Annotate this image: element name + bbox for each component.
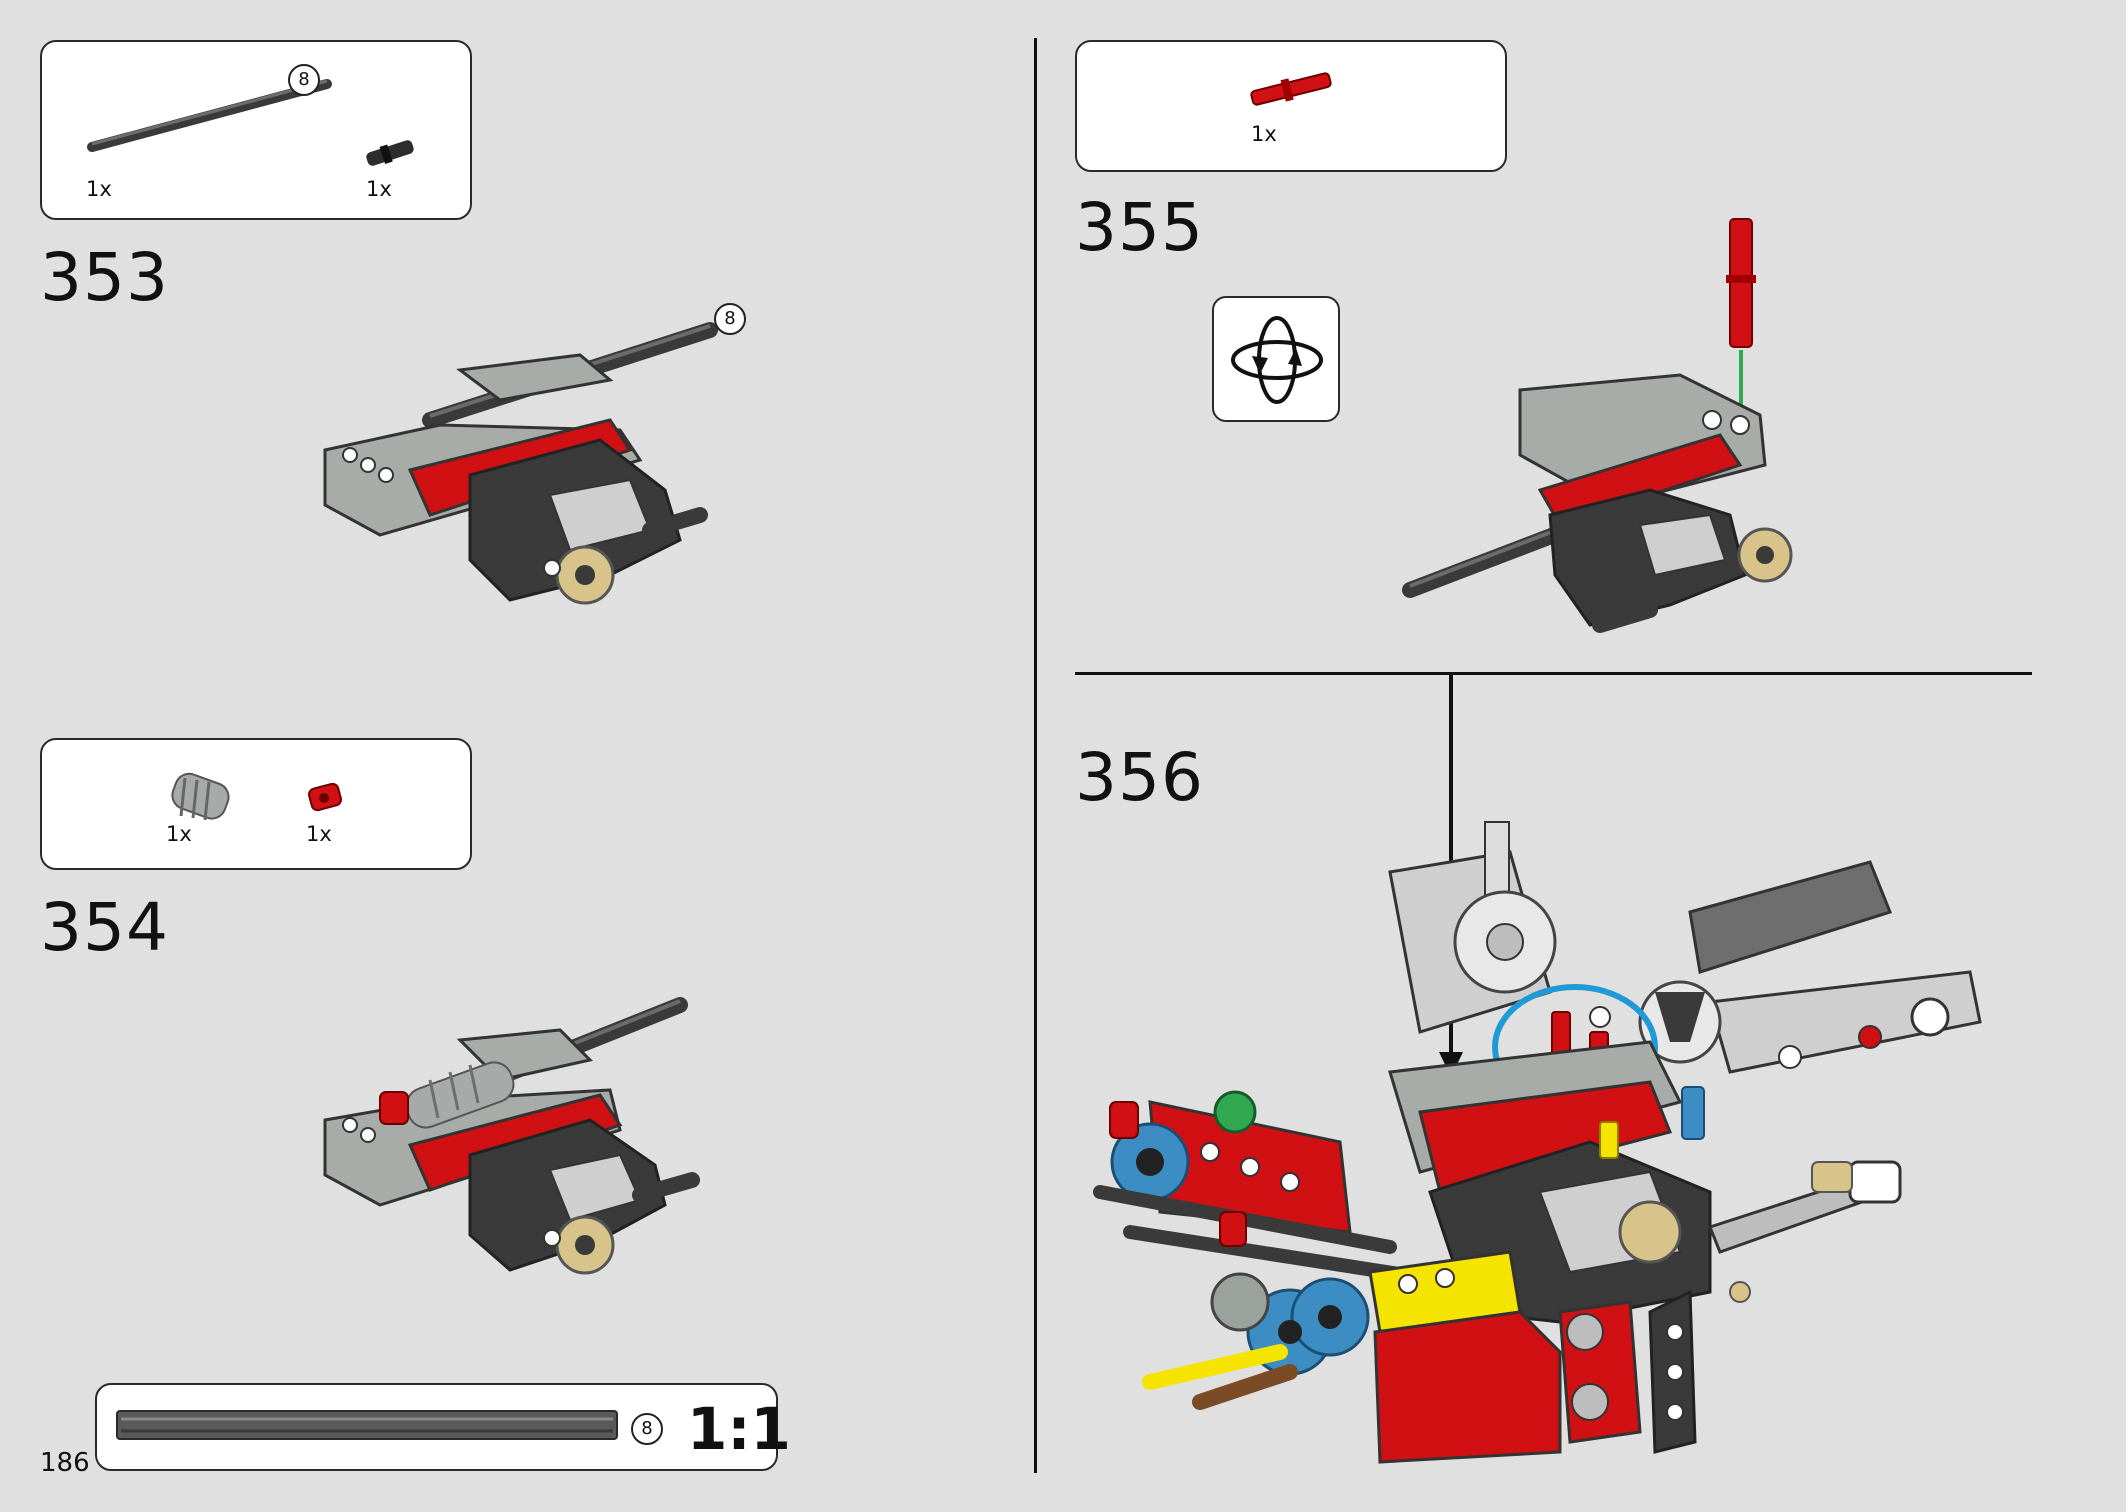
worm-gear-part-icon [171, 772, 230, 821]
scale-axle-icon [116, 1410, 618, 1440]
part-qty: 1x [1251, 122, 1277, 146]
rotate-model-icon [1231, 316, 1323, 404]
scale-bar-box: 8 1:1 [95, 1383, 791, 1471]
parts-box-354: 1x 1x [40, 738, 472, 870]
part-qty: 1x [166, 822, 192, 846]
parts-box-355: 1x [1075, 40, 1507, 172]
red-axle-pin-part-icon [1250, 72, 1332, 106]
step-number-356: 356 [1075, 739, 1204, 816]
step-number-354: 354 [40, 889, 169, 966]
page-number: 186 [40, 1448, 90, 1478]
scale-length-badge: 8 [631, 1413, 663, 1445]
connector-pin-part-icon [366, 140, 414, 166]
parts-box-353: 8 1x 1x [40, 40, 472, 220]
axle-8-part-icon [87, 79, 332, 152]
step-354-model [323, 997, 700, 1275]
scale-label: 1:1 [687, 1395, 791, 1463]
step-number-355: 355 [1075, 189, 1204, 266]
step-number-353: 353 [40, 239, 169, 316]
step-353-model [323, 322, 718, 605]
step-355-model [1402, 218, 1793, 633]
part-qty: 1x [366, 177, 392, 201]
part-qty: 1x [306, 822, 332, 846]
callout-length-badge: 8 [714, 303, 746, 335]
rotate-model-box [1212, 296, 1340, 422]
vertical-divider [1034, 38, 1037, 1473]
horizontal-divider [1075, 672, 2032, 675]
part-qty: 1x [86, 177, 112, 201]
axle-length-badge: 8 [288, 64, 320, 96]
step-356-model [1093, 672, 1982, 1464]
red-bushing-part-icon [308, 782, 342, 812]
